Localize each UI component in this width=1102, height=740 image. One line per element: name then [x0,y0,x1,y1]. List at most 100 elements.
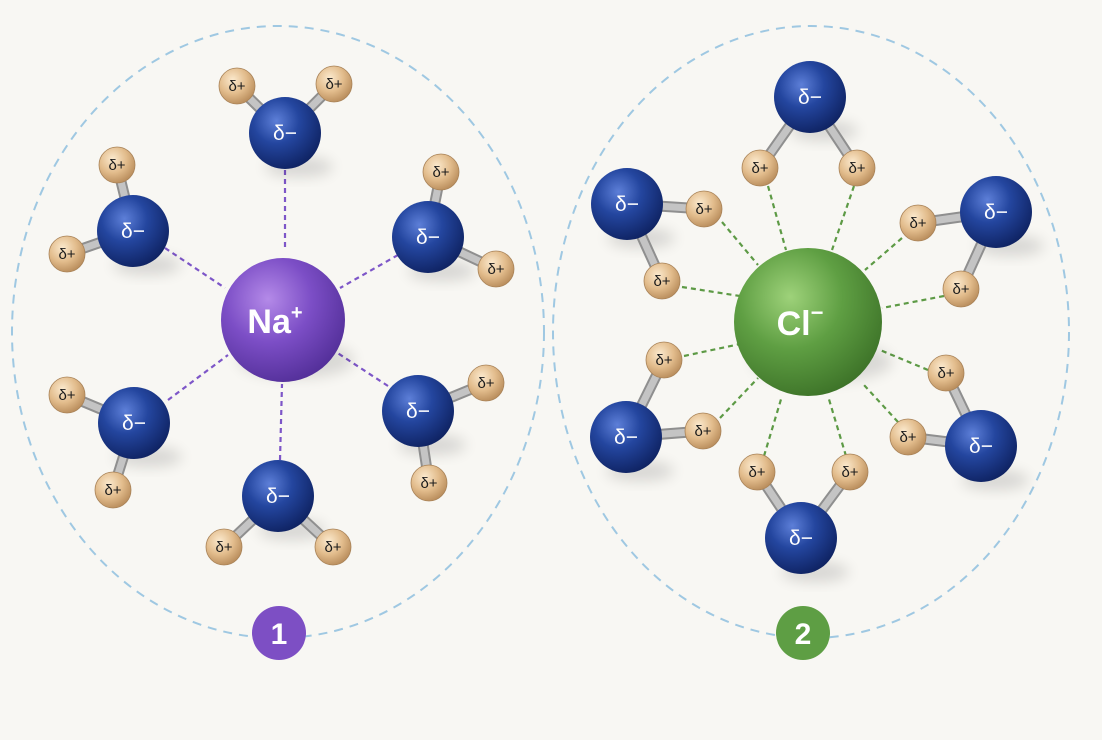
svg-text:Na+: Na+ [247,302,302,341]
hydrogen-label: δ+ [899,429,916,446]
hydrogen-atom [685,190,723,228]
oxygen-label: δ− [615,193,639,216]
sodium-shell-water-molecule: δ+ δ+ δ− [382,364,505,502]
sodium-ion-dipole-link [167,354,229,401]
badge-2-label: 2 [795,618,812,651]
oxygen-atom [945,410,1017,482]
oxygen-label: δ− [273,122,297,145]
sodium-charge: + [291,302,303,324]
oxygen-label: δ− [614,426,638,449]
chloride-ion-dipole-link [681,285,741,298]
oxygen-label: δ− [984,201,1008,224]
oxygen-atom [960,176,1032,248]
hydrogen-atom [315,65,353,103]
sodium-ion-dipole-link [339,254,399,289]
hydrogen-atom [899,204,937,242]
badge-1-label: 1 [271,618,288,651]
hydrogen-label: δ+ [841,464,858,481]
oxygen-label: δ− [406,400,430,423]
oxygen-label: δ− [798,86,822,109]
badge-1: 1 [252,606,306,660]
hydrogen-label: δ+ [848,160,865,177]
water-molecules: δ+δ+δ−δ+δ+δ−δ+δ+δ−δ+δ+δ−δ+δ+δ−δ+δ+δ−δ+δ+… [48,61,1044,582]
hydrogen-atom [927,354,965,392]
chloride-ion-dipole-link [683,342,741,358]
sodium-shell-water-molecule: δ+ δ+ δ− [48,146,181,275]
hydrogen-atom [942,270,980,308]
hydrogen-atom [643,262,681,300]
chloride-shell-boundary [552,25,1070,639]
oxygen-atom [765,502,837,574]
chloride-shell-water-molecule: δ+ δ+ δ− [591,168,723,300]
oxygen-label: δ− [266,485,290,508]
hydrogen-label: δ+ [751,160,768,177]
sodium-symbol: Na [247,303,292,341]
chloride-ion-dipole-link [719,377,759,419]
hydrogen-label: δ+ [324,539,341,556]
hydrogen-label: δ+ [58,246,75,263]
hydrogen-atom [645,341,683,379]
hydrogen-label: δ+ [325,76,342,93]
chloride-ion-dipole-link [826,395,848,457]
hydrogen-label: δ+ [58,387,75,404]
sodium-ion-dipole-link [335,351,389,387]
oxygen-label: δ− [789,527,813,550]
chloride-ion-dipole-link [864,237,903,271]
chloride-shell-water-molecule: δ+ δ+ δ− [590,341,722,481]
hydrogen-atom [467,364,505,402]
hydrogen-label: δ+ [487,261,504,278]
hydrogen-atom [889,418,927,456]
chloride-shell-water-molecule: δ+δ+δ− [899,176,1044,308]
hydrogen-atom [738,453,776,491]
oxygen-label: δ− [121,220,145,243]
hydrogen-label: δ+ [477,375,494,392]
sodium-shell-water-molecule: δ+ δ+ δ− [218,65,353,177]
chloride-ion-dipole-link [766,185,788,251]
hydrogen-label: δ+ [695,201,712,218]
oxygen-atom [590,401,662,473]
hydrogen-label: δ+ [653,273,670,290]
hydrogen-atom [831,453,869,491]
hydrogen-atom [218,67,256,105]
oxygen-label: δ− [969,435,993,458]
badge-2: 2 [776,606,830,660]
oxygen-atom [98,387,170,459]
hydrogen-label: δ+ [694,423,711,440]
chloride-shell-water-molecule: δ+ δ+ δ− [741,61,876,187]
hydrogen-atom [94,471,132,509]
chloride-ion-dipole-link [762,395,784,457]
oxygen-atom [392,201,464,273]
sodium-ion-dipole-link [278,383,284,461]
chloride-ion-dipole-link [721,221,759,266]
hydrogen-label: δ+ [655,352,672,369]
chloride-symbol: Cl [777,305,811,343]
oxygen-atom [382,375,454,447]
hydrogen-atom [684,412,722,450]
chloride-ion: Cl− [734,248,892,396]
sodium-shell-water-molecule: δ+δ+δ− [392,153,515,288]
hydrogen-label: δ+ [215,539,232,556]
hydrogen-label: δ+ [104,482,121,499]
hydrogen-label: δ+ [420,475,437,492]
hydrogen-atom [422,153,460,191]
hydrogen-atom [48,235,86,273]
oxygen-atom [97,195,169,267]
hydrogen-label: δ+ [108,157,125,174]
hydrogen-label: δ+ [432,164,449,181]
hydrogen-atom [477,250,515,288]
oxygen-atom [774,61,846,133]
hydrogen-atom [410,464,448,502]
sodium-shell-water-molecule: δ+ δ+ δ− [48,376,182,509]
hydrogen-atom [838,149,876,187]
hydrogen-atom [741,149,779,187]
hydrogen-atom [314,528,352,566]
chloride-shell-water-molecule: δ+δ+δ− [738,453,869,582]
sodium-ion-dipole-link [164,247,226,289]
chloride-ion-dipole-link [881,294,945,310]
oxygen-label: δ− [122,412,146,435]
chloride-ion-dipole-link [830,185,856,251]
chloride-ion-dipole-link [863,384,899,423]
hydrogen-atom [98,146,136,184]
hydrogen-label: δ+ [228,78,245,95]
hydrogen-label: δ+ [952,281,969,298]
